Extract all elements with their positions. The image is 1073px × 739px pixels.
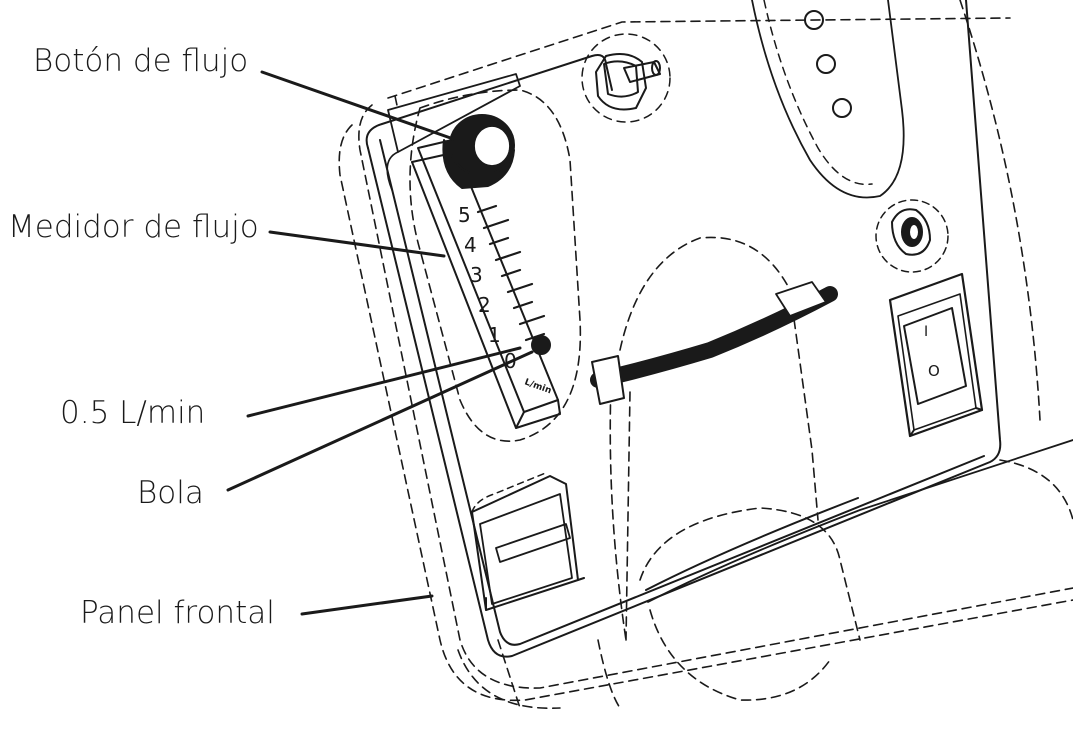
indicator-panel [751, 0, 905, 199]
callout-front-panel: Panel frontal [80, 595, 275, 631]
front-panel [365, 0, 1002, 658]
leader-front-panel [300, 594, 434, 616]
leader-ball [226, 350, 534, 492]
leader-lines [226, 70, 534, 616]
carry-handle[interactable] [590, 281, 838, 405]
indicator-light-2 [816, 54, 836, 74]
meter-scale-2: 2 [478, 293, 491, 317]
leader-flow-rate [246, 346, 522, 418]
callout-flow-knob: Botón de flujo [33, 43, 249, 79]
meter-unit-label: L/min [523, 377, 553, 396]
outer-housing [338, 0, 1073, 710]
leader-flow-meter [268, 230, 446, 258]
power-switch[interactable]: I O [888, 272, 984, 438]
flowmeter-ball [531, 335, 551, 355]
meter-scale-5: 5 [458, 203, 471, 227]
meter-scale-4: 4 [464, 233, 477, 257]
indicator-light-1 [804, 10, 824, 30]
filter-window [471, 471, 585, 611]
switch-on-mark: I [924, 324, 928, 340]
callout-flow-meter: Medidor de flujo [8, 209, 259, 245]
indicator-light-3 [832, 98, 852, 118]
meter-scale-3: 3 [470, 263, 483, 287]
callout-ball: Bola [137, 475, 204, 511]
humidifier-connector[interactable] [875, 199, 949, 273]
flowmeter-ticks [476, 204, 546, 342]
leader-flow-knob [260, 70, 464, 144]
handle-bottom-lip [645, 439, 1073, 603]
flowmeter-tube: 5 4 3 2 1 0 L/min [411, 139, 561, 429]
flowmeter-recess [386, 73, 582, 442]
flow-knob[interactable] [442, 114, 515, 189]
meter-scale-1: 1 [488, 323, 501, 347]
switch-off-mark: O [928, 362, 940, 380]
oxygen-outlet-connector[interactable] [581, 33, 671, 123]
callout-flow-rate: 0.5 L/min [60, 395, 206, 431]
